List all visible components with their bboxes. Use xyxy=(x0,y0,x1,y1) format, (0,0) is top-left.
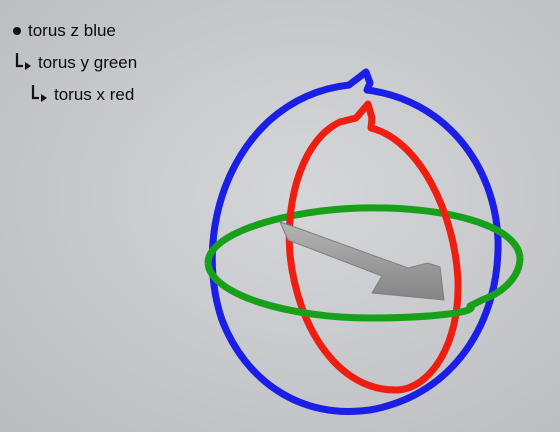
torus-y-green-back[interactable] xyxy=(204,204,524,264)
child-elbow-arrow-icon xyxy=(14,53,34,73)
outliner-item-torus-z[interactable]: torus z blue xyxy=(13,21,116,41)
outliner-hierarchy: torus z blue torus y green torus x red xyxy=(0,0,220,120)
outliner-item-label: torus y green xyxy=(38,53,138,72)
torus-z-blue[interactable] xyxy=(208,68,502,415)
outliner-item-label: torus z blue xyxy=(28,21,116,40)
outliner-item-label: torus x red xyxy=(54,85,135,104)
direction-arrow xyxy=(279,221,445,301)
root-bullet-icon xyxy=(13,27,21,35)
outliner-item-torus-x[interactable]: torus x red xyxy=(30,85,134,105)
torus-x-red[interactable] xyxy=(285,100,462,394)
outliner-item-torus-y[interactable]: torus y green xyxy=(14,53,137,73)
torus-y-green-front[interactable] xyxy=(204,257,524,322)
child-elbow-arrow-icon xyxy=(30,85,50,105)
